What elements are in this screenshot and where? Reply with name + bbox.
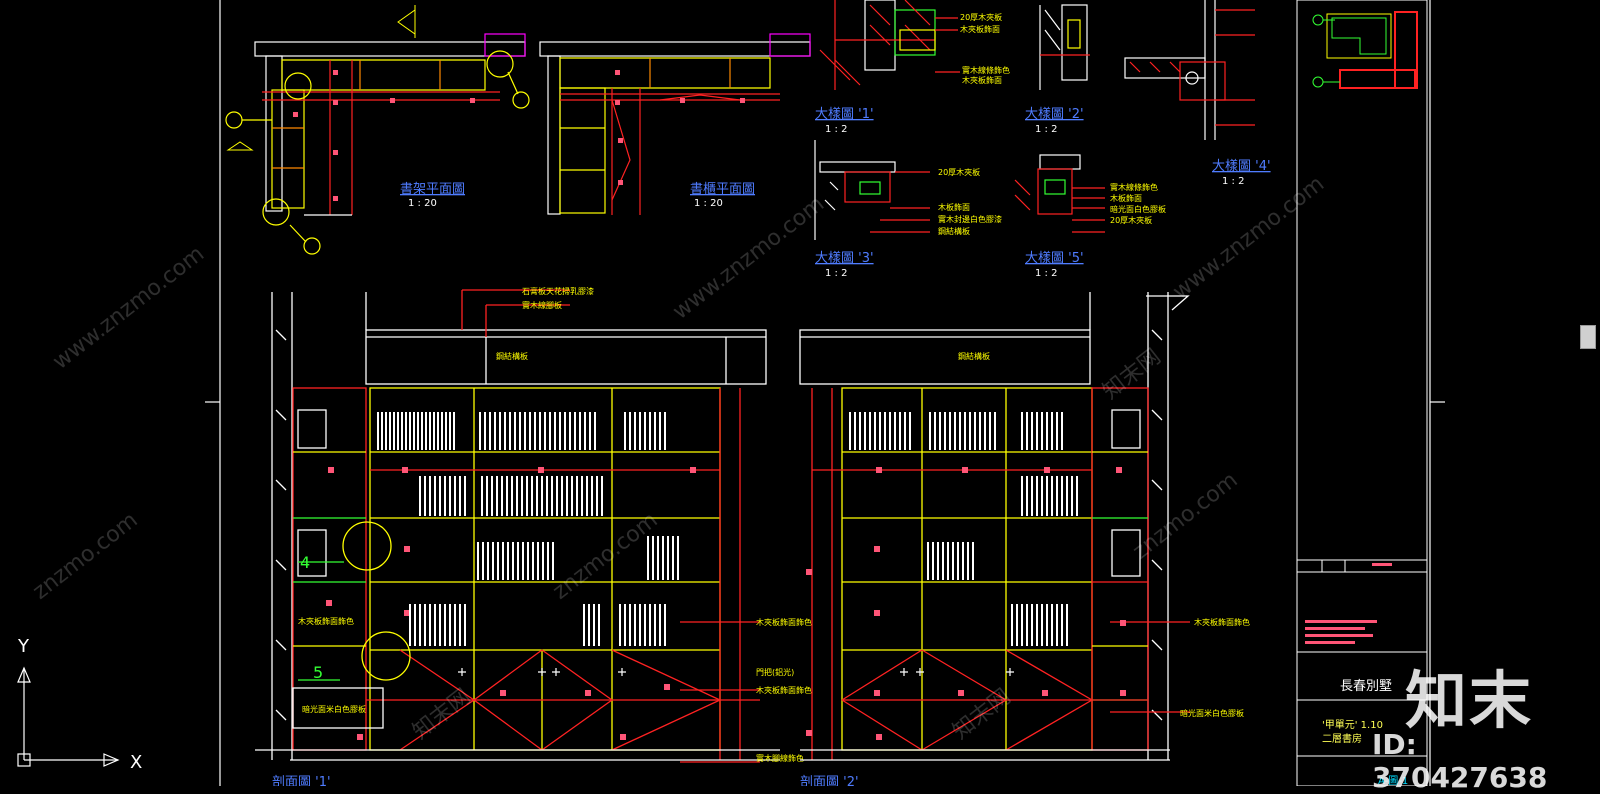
detail-title-1: 大樣圖 '1'	[815, 107, 874, 122]
detail-title-4: 大樣圖 '4'	[1212, 159, 1271, 174]
detail-title-5: 大樣圖 '5'	[1025, 251, 1084, 266]
bookcase-plan-view-2	[539, 33, 811, 215]
beam-label-left: 鋼結構板	[496, 351, 528, 361]
detail-scale-5: 1 : 2	[1035, 268, 1057, 279]
callout-right-white-board: 暗光面米白色膠板	[1180, 708, 1244, 718]
callout-20mm-plywood-2: 20厚木夾板	[938, 167, 980, 177]
plan-scale-1: 1 : 20	[408, 198, 437, 209]
detail-5-drawing	[1014, 154, 1105, 233]
callout-door-handle: 門把(鋁光)	[756, 667, 794, 677]
detail-scale-4: 1 : 2	[1222, 176, 1244, 187]
callout-right-finish: 木夾板飾面飾色	[1194, 617, 1250, 627]
watermark-id: ID: 370427638	[1372, 728, 1548, 794]
detail-3-drawing	[814, 140, 930, 240]
elevation-section-1	[255, 289, 780, 763]
plan-markers-1	[293, 70, 475, 201]
detail-4-drawing	[1124, 0, 1255, 140]
callout-solidwood-trim-5: 實木線條飾色	[1110, 182, 1158, 192]
ucs-axis-icon	[17, 666, 120, 767]
plan-title-2: 書櫃平面圖	[690, 182, 755, 197]
callout-mid-finish-2: 木夾板飾面飾色	[756, 685, 812, 695]
callout-20mm-plywood-1: 20厚木夾板	[960, 12, 1002, 22]
handle-icons-left	[458, 668, 626, 676]
vertical-scrollbar[interactable]	[1578, 0, 1600, 786]
sheet-name: 二層書房	[1322, 732, 1362, 745]
handle-icons-right	[900, 668, 1014, 676]
callout-white-latex-edge: 實木封邊白色膠漆	[938, 214, 1002, 224]
book-spines-right	[849, 412, 1078, 646]
brand-watermark-logo: 知末	[1405, 664, 1534, 737]
elevation-2-markers	[806, 467, 1126, 740]
scrollbar-thumb[interactable]	[1580, 325, 1596, 349]
section-title-1: 剖面圖 '1'	[272, 775, 331, 786]
elevation-1-markers	[326, 467, 696, 740]
north-arrow-icon	[226, 5, 416, 151]
section-title-2: 剖面圖 '2'	[800, 775, 859, 786]
callout-solidwood-trim-1: 實木線條飾色	[962, 65, 1010, 75]
sheet-border	[205, 0, 1445, 786]
callout-steel-board-3: 鋼結構板	[938, 226, 970, 236]
callout-wood-veneer-5: 木板飾面	[1110, 193, 1142, 203]
sheet-number: A-圖-1	[1378, 775, 1408, 786]
callout-matte-white-5: 暗光面白色膠板	[1110, 204, 1166, 214]
y-axis-label: Y	[17, 636, 30, 657]
book-spines-left	[377, 412, 679, 646]
detail-scale-3: 1 : 2	[825, 268, 847, 279]
detail-scale-2: 1 : 2	[1035, 124, 1057, 135]
project-name: 長春別墅	[1340, 679, 1392, 694]
callout-gypsum-ceiling: 石膏板天花掃乳膠漆	[522, 286, 594, 296]
unit-label: '甲單元' 1.10	[1322, 719, 1383, 731]
title-block	[1296, 0, 1428, 786]
callout-wood-veneer-3: 木板飾面	[938, 202, 970, 212]
callout-20mm-plywood-5: 20厚木夾板	[1110, 215, 1152, 225]
plan-markers-2	[615, 70, 745, 185]
beam-label-right: 鋼結構板	[958, 351, 990, 361]
callout-left-finish: 木夾板飾面飾色	[298, 616, 354, 626]
detail-title-3: 大樣圖 '3'	[815, 251, 874, 266]
callout-baseboard: 實木腳線飾色	[756, 753, 804, 763]
bubble-4: 4	[300, 553, 310, 572]
bubble-5: 5	[313, 663, 323, 682]
bookshelf-plan-view-1	[225, 33, 530, 255]
callout-plywood-finish-2: 木夾板飾面	[962, 75, 1002, 85]
plan-scale-2: 1 : 20	[694, 198, 723, 209]
callout-left-white-board: 暗光面米白色膠板	[302, 704, 366, 714]
detail-2-drawing	[1039, 4, 1090, 90]
callout-mid-finish-1: 木夾板飾面飾色	[756, 617, 812, 627]
detail-title-2: 大樣圖 '2'	[1025, 107, 1084, 122]
detail-scale-1: 1 : 2	[825, 124, 847, 135]
plan-title-1: 書架平面圖	[400, 182, 465, 197]
x-axis-label: X	[130, 752, 142, 773]
detail-1-drawing	[819, 0, 960, 90]
callout-plywood-finish-1: 木夾板飾面	[960, 24, 1000, 34]
callout-solidwood-baseboard: 實木線腳板	[522, 300, 562, 310]
